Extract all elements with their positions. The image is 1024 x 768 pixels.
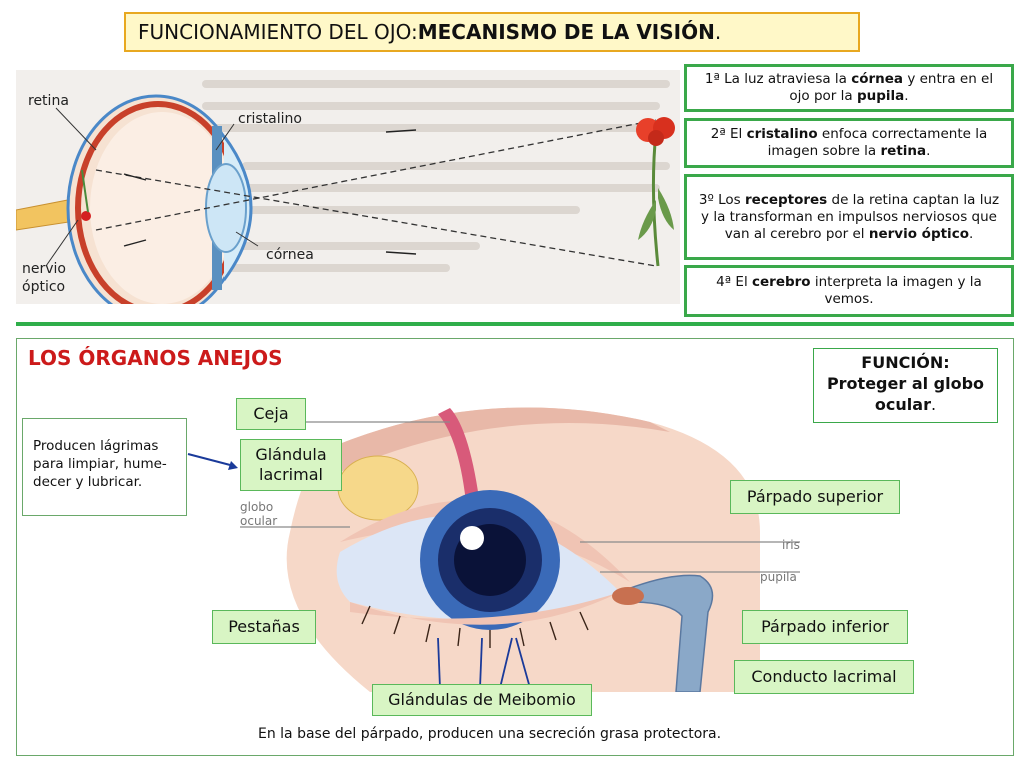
retina-label: retina: [28, 93, 69, 109]
function-end: .: [930, 395, 937, 414]
globo-label: globo: [240, 500, 274, 514]
step-text-part: cerebro: [752, 274, 811, 290]
step-4-text: 4ª El cerebro interpreta la imagen y la …: [695, 274, 1003, 308]
step-text-part: .: [904, 88, 909, 104]
tears-line-1: Producen lágrimas: [33, 438, 159, 454]
tears-arrow: [187, 453, 238, 470]
step-text-part: retina: [880, 143, 927, 159]
step-2-box: 2ª El cristalino enfoca correctamente la…: [684, 118, 1014, 168]
function-line-2: Proteger al globo ocular: [826, 374, 985, 414]
cristalino-label: cristalino: [238, 111, 302, 127]
section-divider: [16, 322, 1014, 326]
step-text-part: y entra en el ojo por la: [789, 71, 994, 104]
page-title: FUNCIONAMIENTO DEL OJO: MECANISMO DE LA …: [124, 12, 860, 52]
step-1-box: 1ª La luz atraviesa la córnea y entra en…: [684, 64, 1014, 112]
step-text-part: nervio óptico: [868, 225, 969, 242]
nervio-label: nervio: [22, 261, 66, 277]
label-meibomio: Glándulas de Meibomio: [372, 684, 592, 716]
title-end: .: [714, 20, 722, 44]
optico-label: óptico: [22, 279, 66, 295]
meibomio-note: En la base del párpado, producen una sec…: [258, 726, 722, 742]
step-3-text: 3º Los receptores de la retina captan la…: [695, 192, 1003, 243]
step-text-part: 2ª El: [710, 126, 747, 142]
label-pestanas: Pestañas: [212, 610, 316, 644]
tears-line-2: para limpiar, hume-: [33, 456, 167, 472]
section-title: LOS ÓRGANOS ANEJOS: [28, 346, 283, 370]
external-eye-illustration: [240, 407, 800, 692]
eye-cross-section-drawing: [16, 80, 675, 304]
tears-note: Producen lágrimas para limpiar, hume- de…: [22, 418, 187, 516]
eye-cross-section-illustration: retina cristalino córnea nervio óptico: [16, 70, 680, 304]
step-text-part: .: [926, 143, 931, 159]
step-text-part: interpreta la imagen y la vemos.: [810, 274, 982, 307]
glandula-lacrimal-line-2: lacrimal: [259, 465, 323, 484]
step-2-text: 2ª El cristalino enfoca correctamente la…: [695, 126, 1003, 160]
ocular-label: ocular: [240, 514, 278, 528]
function-box: FUNCIÓN: Proteger al globo ocular.: [813, 348, 998, 423]
step-text-part: enfoca correctamente la imagen sobre la: [767, 126, 988, 159]
label-glandula-lacrimal: Glándula lacrimal: [240, 439, 342, 491]
iris-label: iris: [782, 538, 800, 552]
title-bold: MECANISMO DE LA VISIÓN: [417, 20, 715, 44]
label-parpado-inferior: Párpado inferior: [742, 610, 908, 644]
tears-line-3: decer y lubricar.: [33, 474, 143, 490]
glandula-lacrimal-line-1: Glándula: [255, 445, 327, 464]
step-text-part: 3º Los: [698, 191, 745, 208]
label-parpado-superior: Párpado superior: [730, 480, 900, 514]
label-ceja: Ceja: [236, 398, 306, 430]
step-text-part: pupila: [856, 88, 905, 104]
function-line-1: FUNCIÓN:: [861, 353, 950, 372]
label-conducto-lacrimal: Conducto lacrimal: [734, 660, 914, 694]
step-text-part: córnea: [851, 71, 904, 87]
step-text-part: 4ª El: [716, 274, 752, 290]
step-1-text: 1ª La luz atraviesa la córnea y entra en…: [695, 71, 1003, 105]
function-line-2-wrap: Proteger al globo ocular.: [814, 373, 997, 415]
step-text-part: cristalino: [746, 126, 818, 142]
step-text-part: .: [968, 225, 974, 242]
step-4-box: 4ª El cerebro interpreta la imagen y la …: [684, 265, 1014, 317]
step-3-box: 3º Los receptores de la retina captan la…: [684, 174, 1014, 260]
step-text-part: de la retina captan la luz y la transfor…: [701, 191, 1000, 242]
cornea-label: córnea: [266, 247, 314, 263]
title-normal: FUNCIONAMIENTO DEL OJO:: [138, 20, 418, 44]
step-text-part: 1ª La luz atraviesa la: [704, 71, 852, 87]
step-text-part: receptores: [745, 191, 828, 208]
anejos-frame: [16, 338, 1014, 756]
pupila-label: pupila: [760, 570, 797, 584]
